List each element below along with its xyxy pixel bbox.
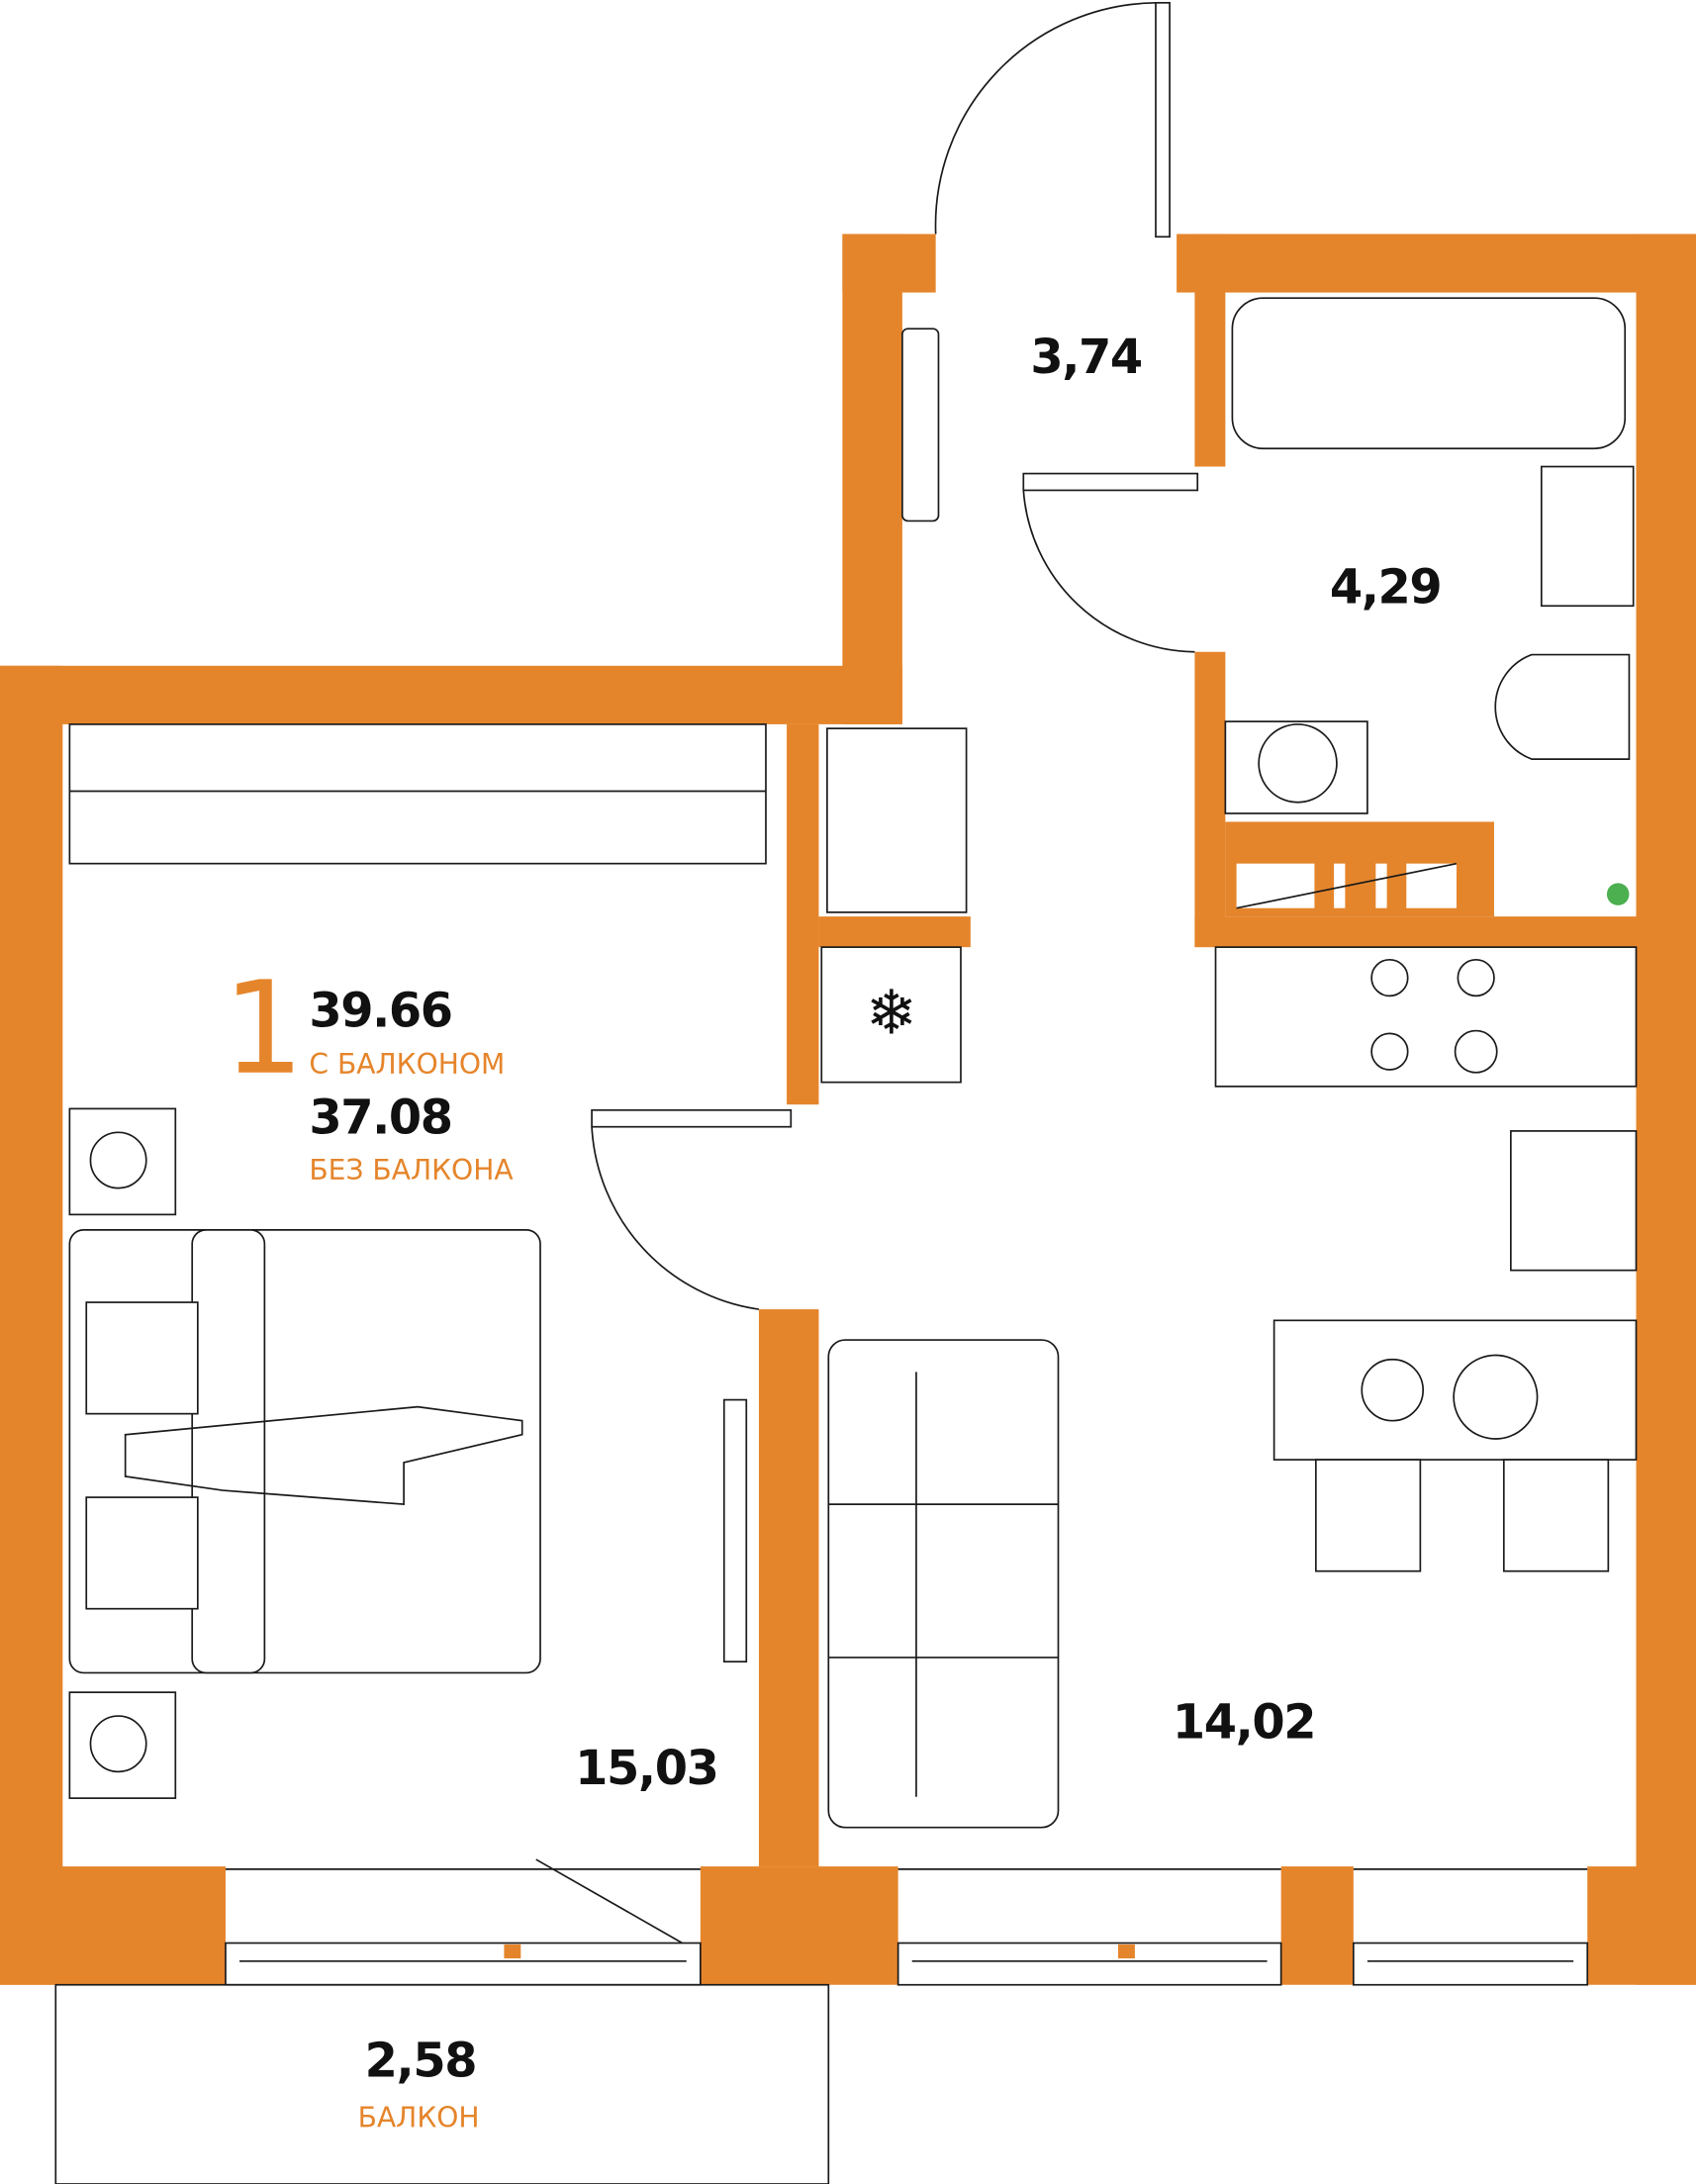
- total-with-balcony: 39.66: [309, 984, 451, 1038]
- without-balcony-label: БЕЗ БАЛКОНА: [309, 1154, 513, 1187]
- area-kitchen-living: 14,02: [1173, 1696, 1315, 1751]
- balcony-label: БАЛКОН: [358, 2101, 480, 2134]
- area-bathroom: 4,29: [1330, 560, 1441, 615]
- windows: [225, 1858, 1589, 1986]
- area-balcony: 2,58: [365, 2035, 476, 2089]
- area-hall: 3,74: [1030, 331, 1142, 385]
- room-count: 1: [223, 954, 304, 1103]
- furniture: ❄: [68, 297, 1638, 1829]
- balcony: [54, 1983, 830, 2184]
- doors[interactable]: [591, 1, 1199, 1310]
- walls: [0, 234, 1696, 1985]
- area-bedroom: 15,03: [575, 1742, 717, 1796]
- with-balcony-label: С БАЛКОНОМ: [309, 1048, 505, 1081]
- snowflake-icon: ❄: [866, 977, 917, 1048]
- total-without-balcony: 37.08: [309, 1092, 451, 1146]
